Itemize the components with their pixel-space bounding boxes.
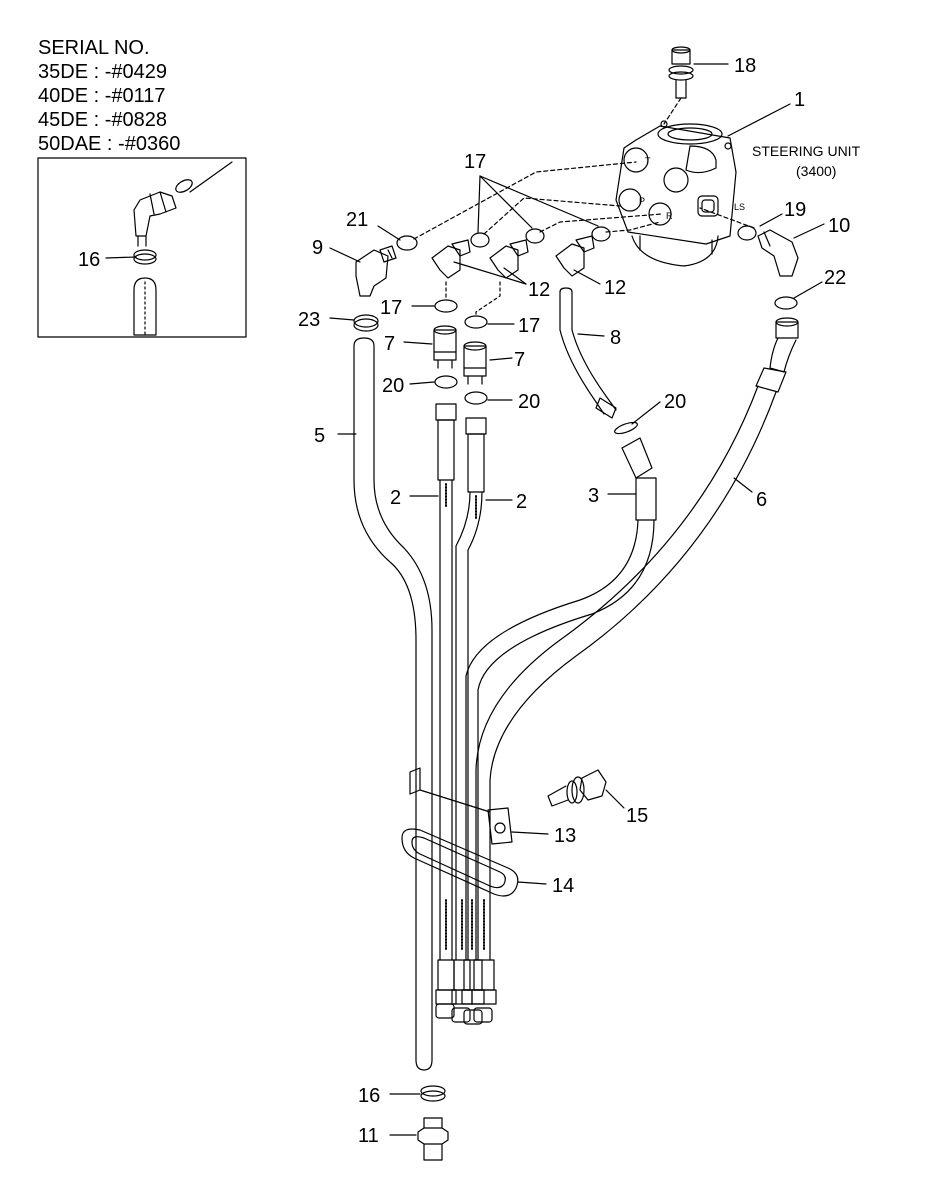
o-ring-17c xyxy=(591,226,611,242)
o-ring-17e xyxy=(464,315,488,329)
port-leaders xyxy=(413,161,755,240)
fitting-10 xyxy=(757,229,799,277)
hose-braid-marks xyxy=(445,483,485,951)
callout-20-left: 20 xyxy=(382,375,404,397)
bracket-13 xyxy=(409,767,513,845)
serial-number-block: SERIAL NO. 35DE : -#0429 40DE : -#0117 4… xyxy=(38,36,180,156)
callout-19: 19 xyxy=(784,199,806,221)
callout-11: 11 xyxy=(358,1125,379,1147)
callout-16-inset: 16 xyxy=(78,249,100,271)
callout-5: 5 xyxy=(314,425,325,447)
callout-20-right: 20 xyxy=(664,391,686,413)
serial-line-35de: 35DE : -#0429 xyxy=(38,61,167,83)
callout-2-left: 2 xyxy=(390,487,401,509)
steering-unit-label: STEERING UNIT xyxy=(752,143,861,159)
hose-8 xyxy=(559,287,617,419)
fitting-11 xyxy=(417,1117,449,1161)
bolt-15 xyxy=(547,769,607,807)
tube-5 xyxy=(353,337,433,1071)
hose-3 xyxy=(461,437,657,1005)
clamp-16-bottom xyxy=(420,1085,446,1102)
fitting-9 xyxy=(355,245,397,297)
fitting-12c xyxy=(555,235,595,277)
callout-13: 13 xyxy=(554,825,576,847)
hose-2b xyxy=(451,417,487,1005)
callout-9: 9 xyxy=(312,237,323,259)
callout-17-top: 17 xyxy=(464,151,486,173)
o-ring-20b xyxy=(464,391,488,405)
o-ring-21 xyxy=(396,235,418,251)
callout-7-left: 7 xyxy=(384,333,395,355)
steering-unit xyxy=(615,120,737,267)
port-t-label: T xyxy=(645,156,651,166)
callout-22: 22 xyxy=(824,267,846,289)
o-ring-20c xyxy=(614,421,638,435)
serial-line-40de: 40DE : -#0117 xyxy=(38,85,166,107)
callout-23: 23 xyxy=(298,309,320,331)
adapter-7b xyxy=(463,341,487,385)
callout-3: 3 xyxy=(588,485,599,507)
callout-21: 21 xyxy=(346,209,368,231)
o-ring-17d xyxy=(434,299,458,313)
callout-2-right: 2 xyxy=(516,491,527,513)
bolt-18 xyxy=(663,46,694,125)
callout-8: 8 xyxy=(610,327,621,349)
hose-end-nuts xyxy=(435,1003,493,1025)
callout-12-left: 12 xyxy=(528,279,550,301)
o-ring-17b xyxy=(525,228,545,244)
inset-detail xyxy=(37,157,247,338)
steering-unit-code: (3400) xyxy=(796,163,836,179)
port-ls-label: LS xyxy=(734,202,745,212)
callout-numbers: 18 1 17 21 9 19 10 22 16 12 12 17 17 23 … xyxy=(78,55,850,1147)
callout-10: 10 xyxy=(828,215,850,237)
serial-line-50dae: 50DAE : -#0360 xyxy=(38,133,181,155)
callout-17-mid: 17 xyxy=(380,297,402,319)
clamp-14 xyxy=(401,828,519,897)
callout-20-mid: 20 xyxy=(518,391,540,413)
hose-6 xyxy=(471,317,799,1005)
fitting-12a xyxy=(431,239,471,279)
clamp-23 xyxy=(353,314,379,328)
port-labels: T P R LS xyxy=(639,156,745,221)
adapter-7a xyxy=(433,325,457,369)
fitting-12b xyxy=(489,239,529,279)
callout-7-right: 7 xyxy=(514,349,525,371)
callout-12-right: 12 xyxy=(604,277,626,299)
callout-leaders xyxy=(105,63,825,1136)
callout-16-bottom: 16 xyxy=(358,1085,380,1107)
o-ring-20a xyxy=(434,375,458,389)
serial-line-45de: 45DE : -#0828 xyxy=(38,109,167,131)
o-ring-17a xyxy=(470,232,490,248)
callout-1: 1 xyxy=(794,89,805,111)
callout-15: 15 xyxy=(626,805,648,827)
serial-heading: SERIAL NO. xyxy=(38,37,150,59)
port-p-label: P xyxy=(639,196,645,206)
callout-17-right: 17 xyxy=(518,315,540,337)
o-ring-22 xyxy=(774,296,798,310)
port-r-label: R xyxy=(666,211,673,221)
callout-18: 18 xyxy=(734,55,756,77)
callout-14: 14 xyxy=(552,875,574,897)
callout-6: 6 xyxy=(756,489,767,511)
